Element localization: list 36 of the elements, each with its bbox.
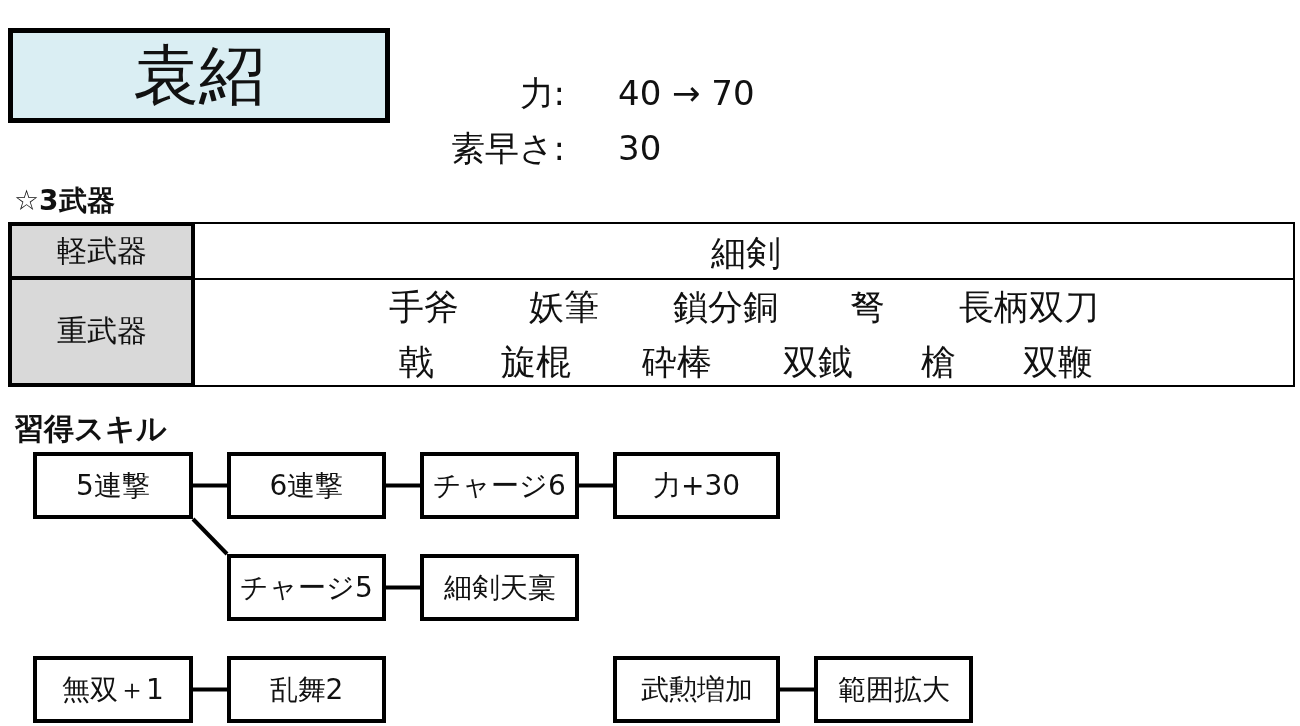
weapon-name: 細剣: [711, 232, 781, 274]
weapon-name: 鎖分銅: [672, 286, 778, 328]
weapon-name: 双鞭: [1023, 341, 1093, 383]
weapon-name: 戟: [398, 341, 434, 383]
stat-text: 力:: [518, 74, 565, 114]
stat-text: 素早さ:: [449, 129, 565, 169]
weapon-name: 長柄双刀: [959, 286, 1099, 328]
weapon-name: 手斧: [389, 286, 459, 328]
skill-box: 6連撃: [227, 452, 386, 519]
stat-text: 30: [618, 129, 662, 169]
skill-box: チャージ5: [227, 554, 386, 621]
connector-line: [193, 687, 227, 692]
weapon-name: 弩: [849, 286, 885, 328]
weapon-name: 旋棍: [501, 341, 571, 383]
section-heading: ☆3武器: [14, 185, 115, 218]
section-heading: 習得スキル: [14, 412, 167, 447]
weapon-name: 砕棒: [642, 341, 712, 383]
weapon-name: 妖筆: [529, 286, 599, 328]
title-box: 袁紹: [8, 28, 390, 123]
skill-box: 力+30: [613, 452, 780, 519]
weapon-name: 双鉞: [783, 341, 853, 383]
skill-box: 乱舞2: [227, 656, 386, 723]
connector-line: [191, 517, 229, 556]
connector-line: [780, 687, 814, 692]
connector-line: [386, 483, 420, 488]
connector-line: [386, 585, 420, 590]
skill-box: 5連撃: [33, 452, 193, 519]
skill-box: 範囲拡大: [814, 656, 973, 723]
skill-box: 無双＋1: [33, 656, 193, 723]
stat-text: 40 → 70: [618, 74, 755, 114]
connector-line: [579, 483, 613, 488]
skill-box: 武勲増加: [613, 656, 780, 723]
weapon-name: 槍: [920, 341, 956, 383]
skill-box: 細剣天稟: [420, 554, 579, 621]
connector-line: [193, 483, 227, 488]
skill-box: チャージ6: [420, 452, 579, 519]
